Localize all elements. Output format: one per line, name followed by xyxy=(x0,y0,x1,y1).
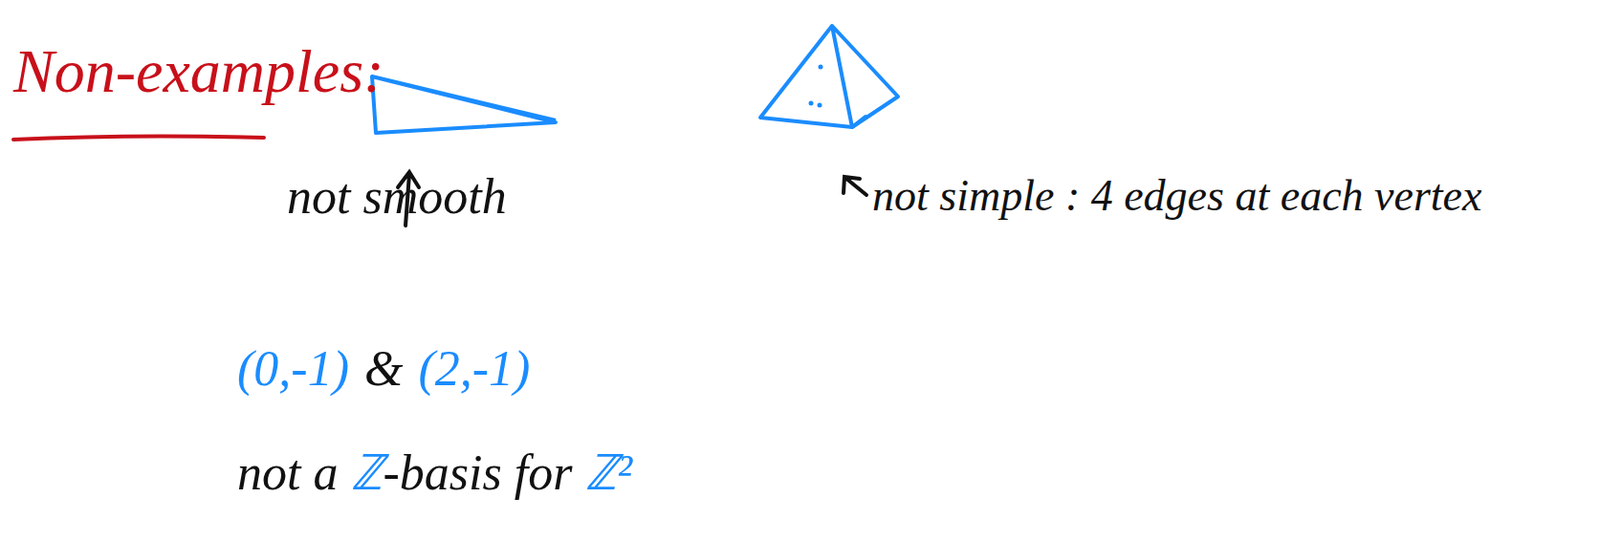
note: -basis for xyxy=(382,444,572,502)
vector: (0,-1) xyxy=(237,340,350,397)
note: not smooth xyxy=(286,168,507,225)
pyramid xyxy=(760,25,899,128)
math-symbol: ℤ² xyxy=(585,436,633,505)
conjunction: & xyxy=(364,340,403,397)
heading: Non-examples: xyxy=(13,36,384,108)
text-row: not aℤ-basis forℤ² xyxy=(237,436,633,505)
thin-triangle xyxy=(372,76,556,133)
vector: (2,-1) xyxy=(417,340,530,397)
underline xyxy=(13,135,264,140)
text-row: (0,-1)&(2,-1) xyxy=(237,340,530,397)
math-symbol: ℤ xyxy=(350,436,383,505)
pointer-arrow xyxy=(843,176,867,196)
hidden-vertex-dots xyxy=(809,65,824,109)
text-row: not smooth xyxy=(286,168,507,225)
text-row: Non-examples: xyxy=(13,36,384,108)
note: not simple : 4 edges at each vertex xyxy=(872,170,1482,221)
text-row: not simple : 4 edges at each vertex xyxy=(872,170,1482,221)
note: not a xyxy=(237,444,338,502)
